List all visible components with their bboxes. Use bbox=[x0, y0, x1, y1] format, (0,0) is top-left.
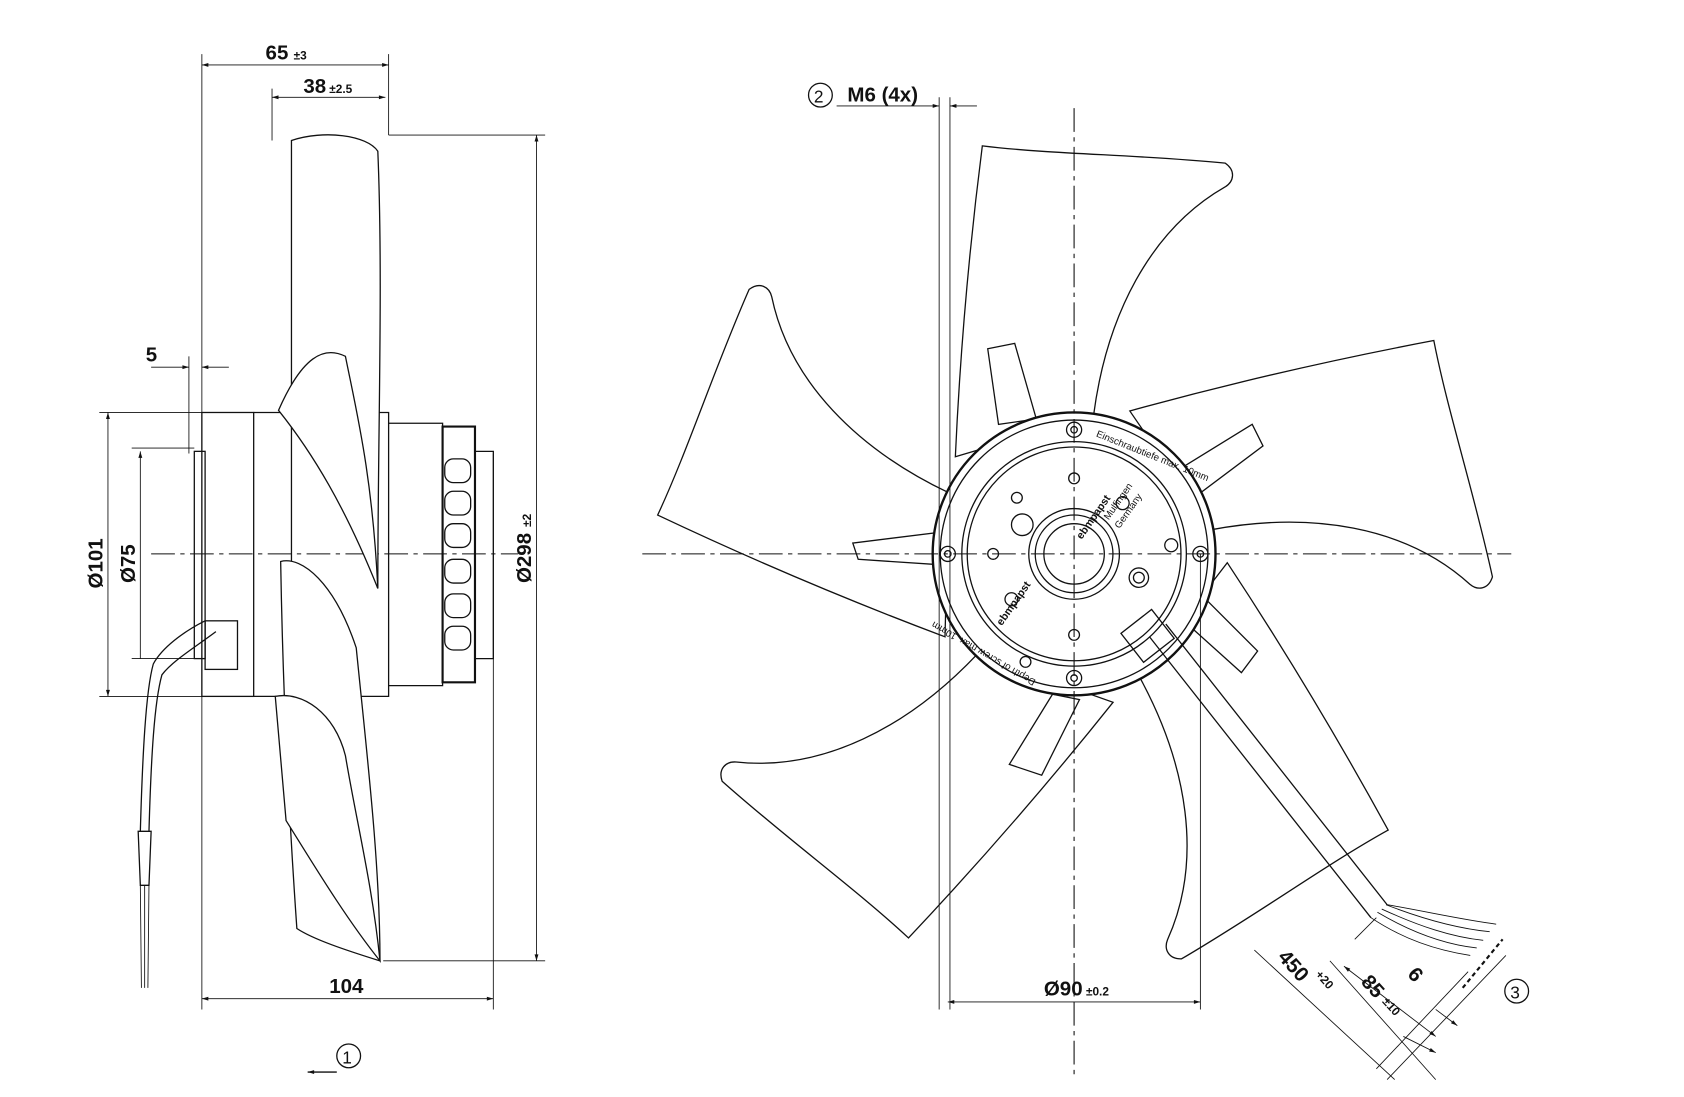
fan-blades-front bbox=[656, 145, 1494, 960]
dim-90-tolerance: ±0.2 bbox=[1086, 984, 1109, 998]
callout-2: 2 bbox=[814, 87, 824, 107]
dim-85: 85 bbox=[1356, 970, 1388, 1002]
cable-front bbox=[1120, 608, 1504, 989]
dim-38: 38 bbox=[303, 75, 326, 98]
dim-diameter-298: Ø298 bbox=[513, 533, 536, 583]
fan-blades-side bbox=[274, 134, 381, 963]
callout-1: 1 bbox=[342, 1047, 352, 1067]
dim-diameter-101: Ø101 bbox=[85, 538, 108, 588]
dim-65-tolerance: ±3 bbox=[294, 48, 308, 62]
dim-85-tolerance: ±10 bbox=[1380, 995, 1404, 1019]
callout-3: 3 bbox=[1510, 983, 1520, 1003]
cable-side bbox=[137, 620, 239, 988]
dim-104: 104 bbox=[329, 975, 364, 998]
cable-length-dimensions: 450 +20 85 ±10 6 bbox=[1254, 917, 1507, 1080]
side-view: 65 ±3 38 ±2.5 5 Ø101 Ø75 Ø298 ±2 104 1 bbox=[85, 41, 546, 1074]
dim-5: 5 bbox=[146, 344, 157, 367]
airflow-direction-callout: 1 bbox=[307, 1043, 362, 1074]
dim-6: 6 bbox=[1403, 963, 1428, 987]
dim-diameter-75: Ø75 bbox=[117, 544, 140, 583]
dim-diameter-90: Ø90 bbox=[1044, 977, 1083, 1000]
dim-450-tolerance: +20 bbox=[1313, 968, 1337, 993]
dim-65: 65 bbox=[266, 41, 289, 64]
cooling-fins bbox=[444, 458, 472, 651]
dim-38-tolerance: ±2.5 bbox=[329, 82, 352, 96]
motor-housing-side bbox=[151, 411, 519, 698]
ground-symbol-icon bbox=[1010, 513, 1034, 537]
blade-roots bbox=[851, 342, 1264, 776]
fan-blade bbox=[1128, 339, 1494, 589]
thread-label-m6: M6 (4x) bbox=[847, 84, 918, 107]
dim-298-tolerance: ±2 bbox=[520, 513, 534, 527]
fan-blade bbox=[720, 653, 1115, 939]
front-view: ebmpapst ebmpapst Einschraubtiefe max. 1… bbox=[642, 82, 1530, 1080]
dim-450: 450 bbox=[1273, 946, 1313, 987]
